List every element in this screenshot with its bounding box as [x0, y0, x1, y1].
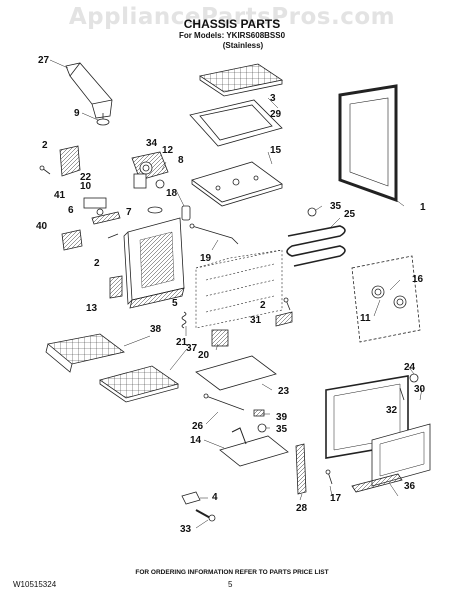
- part-9-screw: [96, 113, 110, 126]
- callout-5: 5: [172, 298, 178, 309]
- callout-29: 29: [270, 109, 282, 120]
- part-2-screw-a: [39, 165, 51, 175]
- part-5-side-panel: [123, 217, 185, 309]
- callout-2c: 2: [260, 300, 266, 311]
- document-number: W10515324: [13, 580, 57, 589]
- callout-11: 11: [360, 313, 371, 324]
- part-22-hinge: [59, 145, 81, 177]
- models-line: For Models: YKIRS608BSS0: [178, 31, 286, 40]
- part-31-bracket: [275, 311, 293, 327]
- callout-25: 25: [344, 209, 356, 220]
- part-35-bolt: [307, 207, 317, 217]
- part-2-screw-b: [107, 233, 119, 239]
- callout-20: 20: [198, 350, 210, 361]
- part-25-element: [286, 225, 346, 267]
- callout-2b: 2: [94, 258, 100, 269]
- part-17-screw: [325, 469, 333, 485]
- part-39-nut: [253, 409, 265, 417]
- callout-19: 19: [200, 253, 212, 264]
- callout-13: 13: [86, 303, 98, 314]
- callout-6: 6: [68, 205, 74, 216]
- part-23-panel: [195, 355, 277, 391]
- part-41-10-latch: [83, 197, 121, 225]
- part-33-link: [195, 509, 216, 522]
- ordering-info: FOR ORDERING INFORMATION REFER TO PARTS …: [135, 569, 329, 576]
- callout-12: 12: [162, 145, 174, 156]
- callout-28: 28: [296, 503, 308, 514]
- part-14-drawer-panel: [219, 427, 289, 467]
- callout-37: 37: [186, 343, 198, 354]
- callout-8: 8: [178, 155, 184, 166]
- part-38-rack: [45, 333, 125, 373]
- part-19-sensor: [189, 223, 239, 245]
- callout-1: 1: [420, 202, 426, 213]
- callout-2a: 2: [42, 140, 48, 151]
- part-29-frame: [189, 99, 283, 147]
- callout-23: 23: [278, 386, 290, 397]
- callout-36: 36: [404, 481, 416, 492]
- page-title: CHASSIS PARTS: [183, 17, 281, 31]
- part-window-glass: [371, 423, 431, 487]
- callout-40: 40: [36, 221, 48, 232]
- callout-32: 32: [386, 405, 398, 416]
- callout-16: 16: [412, 274, 424, 285]
- part-15-oven-bottom: [191, 161, 283, 207]
- part-3-rack: [198, 63, 284, 97]
- part-2-screw-c: [283, 297, 291, 311]
- callout-22: 22: [80, 172, 92, 183]
- callout-39: 39: [276, 412, 288, 423]
- callout-26: 26: [192, 421, 204, 432]
- callout-15: 15: [270, 145, 282, 156]
- callout-27: 27: [38, 55, 50, 66]
- callout-21: 21: [176, 337, 188, 348]
- part-35-bolt-b: [257, 423, 267, 433]
- part-24-bolt: [409, 373, 419, 383]
- leader-lines: [49, 59, 423, 529]
- callout-33: 33: [180, 524, 192, 535]
- callout-4: 4: [212, 492, 218, 503]
- callout-labels: 27 9 3 29 2 22 34 12 8 15 41 10 18 6 7 4…: [36, 55, 426, 535]
- callout-24: 24: [404, 362, 416, 373]
- part-32-screw: [399, 387, 405, 401]
- callout-34: 34: [146, 138, 158, 149]
- callout-31: 31: [250, 315, 262, 326]
- callout-7: 7: [126, 207, 132, 218]
- watermark: AppliancePartsPros.com: [68, 4, 396, 30]
- part-1-gasket: [338, 84, 398, 203]
- part-28-hinge: [295, 443, 307, 495]
- callout-41: 41: [54, 190, 66, 201]
- part-16-11-group: [351, 255, 421, 343]
- part-40-bracket: [61, 229, 83, 251]
- callout-18: 18: [166, 188, 178, 199]
- part-27-bracket: [65, 62, 113, 119]
- part-18-lamp: [181, 205, 191, 221]
- callout-3: 3: [270, 93, 276, 104]
- part-34-12-8-assembly: [131, 151, 169, 189]
- callout-38: 38: [150, 324, 162, 335]
- callout-10: 10: [80, 181, 92, 192]
- callout-9: 9: [74, 108, 80, 119]
- part-20-block: [211, 329, 229, 347]
- part-21-spring: [181, 311, 187, 329]
- callout-17: 17: [330, 493, 342, 504]
- part-26-wire: [203, 393, 245, 411]
- callout-35a: 35: [330, 201, 342, 212]
- callout-30: 30: [414, 384, 426, 395]
- callout-14: 14: [190, 435, 202, 446]
- page-number: 5: [228, 580, 233, 589]
- part-36-strip: [351, 473, 403, 493]
- part-7-clip: [147, 206, 163, 214]
- part-13-bracket: [109, 275, 123, 299]
- part-4-cap: [181, 491, 201, 505]
- callout-35b: 35: [276, 424, 288, 435]
- part-37-rack: [99, 365, 179, 403]
- finish-line: (Stainless): [222, 41, 264, 50]
